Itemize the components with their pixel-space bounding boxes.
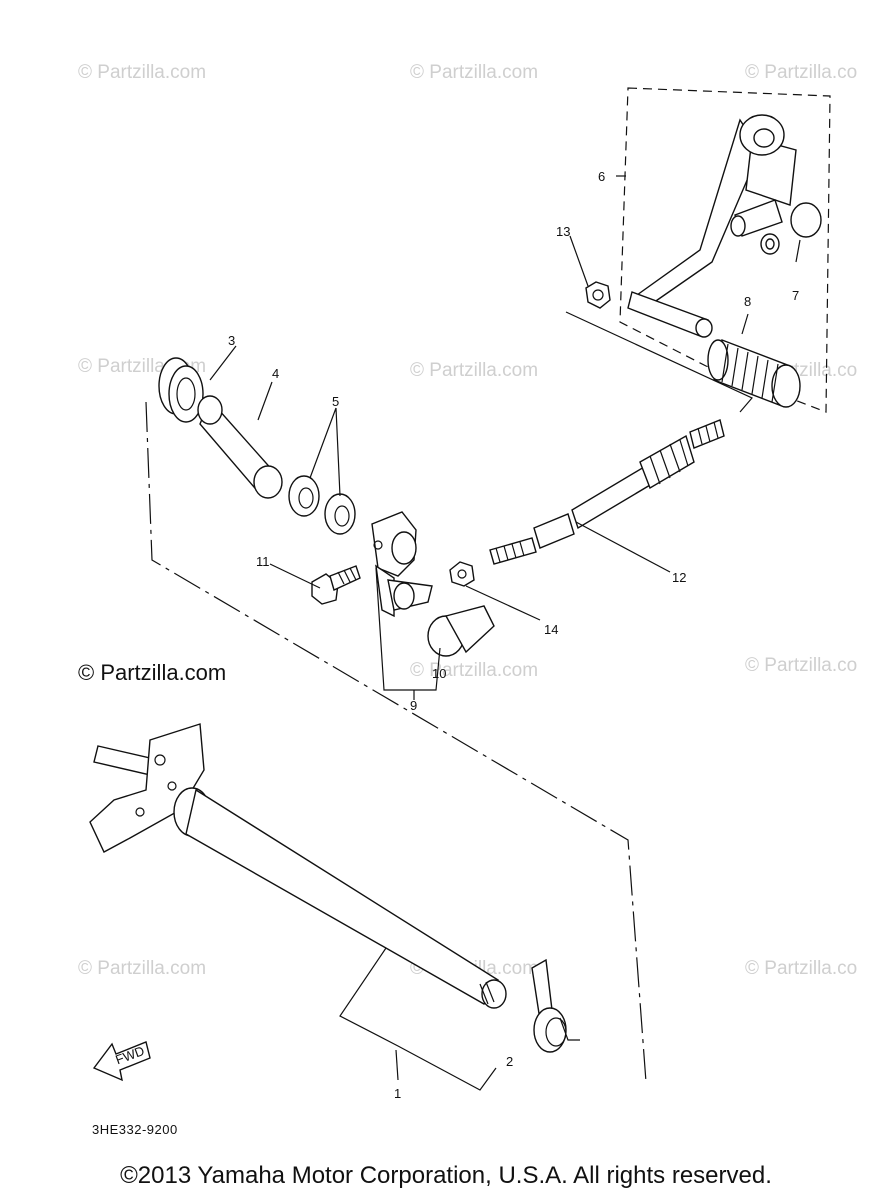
callout-7: 7 <box>792 288 799 303</box>
callout-14: 14 <box>544 622 558 637</box>
shift-pedal-arm <box>628 114 797 313</box>
oil-seal <box>158 357 204 423</box>
return-spring <box>531 958 580 1053</box>
callout-3: 3 <box>228 333 235 348</box>
copyright-watermark: © Partzilla.com <box>78 660 227 685</box>
watermark: © Partzilla.com <box>78 958 207 979</box>
fwd-arrow: FWD <box>92 1041 151 1082</box>
bolt-11 <box>311 565 361 605</box>
bearing-pair <box>288 475 356 535</box>
collar <box>197 395 283 499</box>
leader-lines <box>209 175 801 1091</box>
callout-10: 10 <box>432 666 446 681</box>
callout-2: 2 <box>506 1054 513 1069</box>
callout-12: 12 <box>672 570 686 585</box>
callout-9: 9 <box>410 698 417 713</box>
watermark: © Partzilla.co <box>745 655 858 676</box>
peg-shaft-end <box>695 318 713 338</box>
watermark: © Partzilla.co <box>745 958 858 979</box>
callout-13: 13 <box>556 224 570 239</box>
rubber-boot <box>427 605 495 657</box>
callout-5: 5 <box>332 394 339 409</box>
shift-rod <box>489 419 725 565</box>
watermark: © Partzilla.com <box>410 62 539 83</box>
shift-shaft <box>89 723 507 1009</box>
rubber-peg <box>707 339 801 408</box>
pedal-pin <box>760 202 822 255</box>
callout-11: 11 <box>256 554 270 569</box>
alignment-line <box>145 401 647 1083</box>
pedal-assembly-dashed-outline <box>619 87 831 413</box>
drawing-code: 3HE332-9200 <box>92 1122 178 1137</box>
nut-14 <box>449 561 475 587</box>
nut-13 <box>585 281 611 309</box>
leader-line <box>565 311 753 413</box>
callout-6: 6 <box>598 169 605 184</box>
watermark: © Partzilla.com <box>410 360 539 381</box>
watermark: © Partzilla.co <box>745 62 858 83</box>
watermark: © Partzilla.com <box>78 62 207 83</box>
watermark: © Partzilla.com <box>410 660 539 681</box>
callout-4: 4 <box>272 366 279 381</box>
callout-8: 8 <box>744 294 751 309</box>
callout-1: 1 <box>394 1086 401 1101</box>
footer-copyright: ©2013 Yamaha Motor Corporation, U.S.A. A… <box>120 1162 772 1189</box>
shift-arm-clamp <box>371 511 433 618</box>
